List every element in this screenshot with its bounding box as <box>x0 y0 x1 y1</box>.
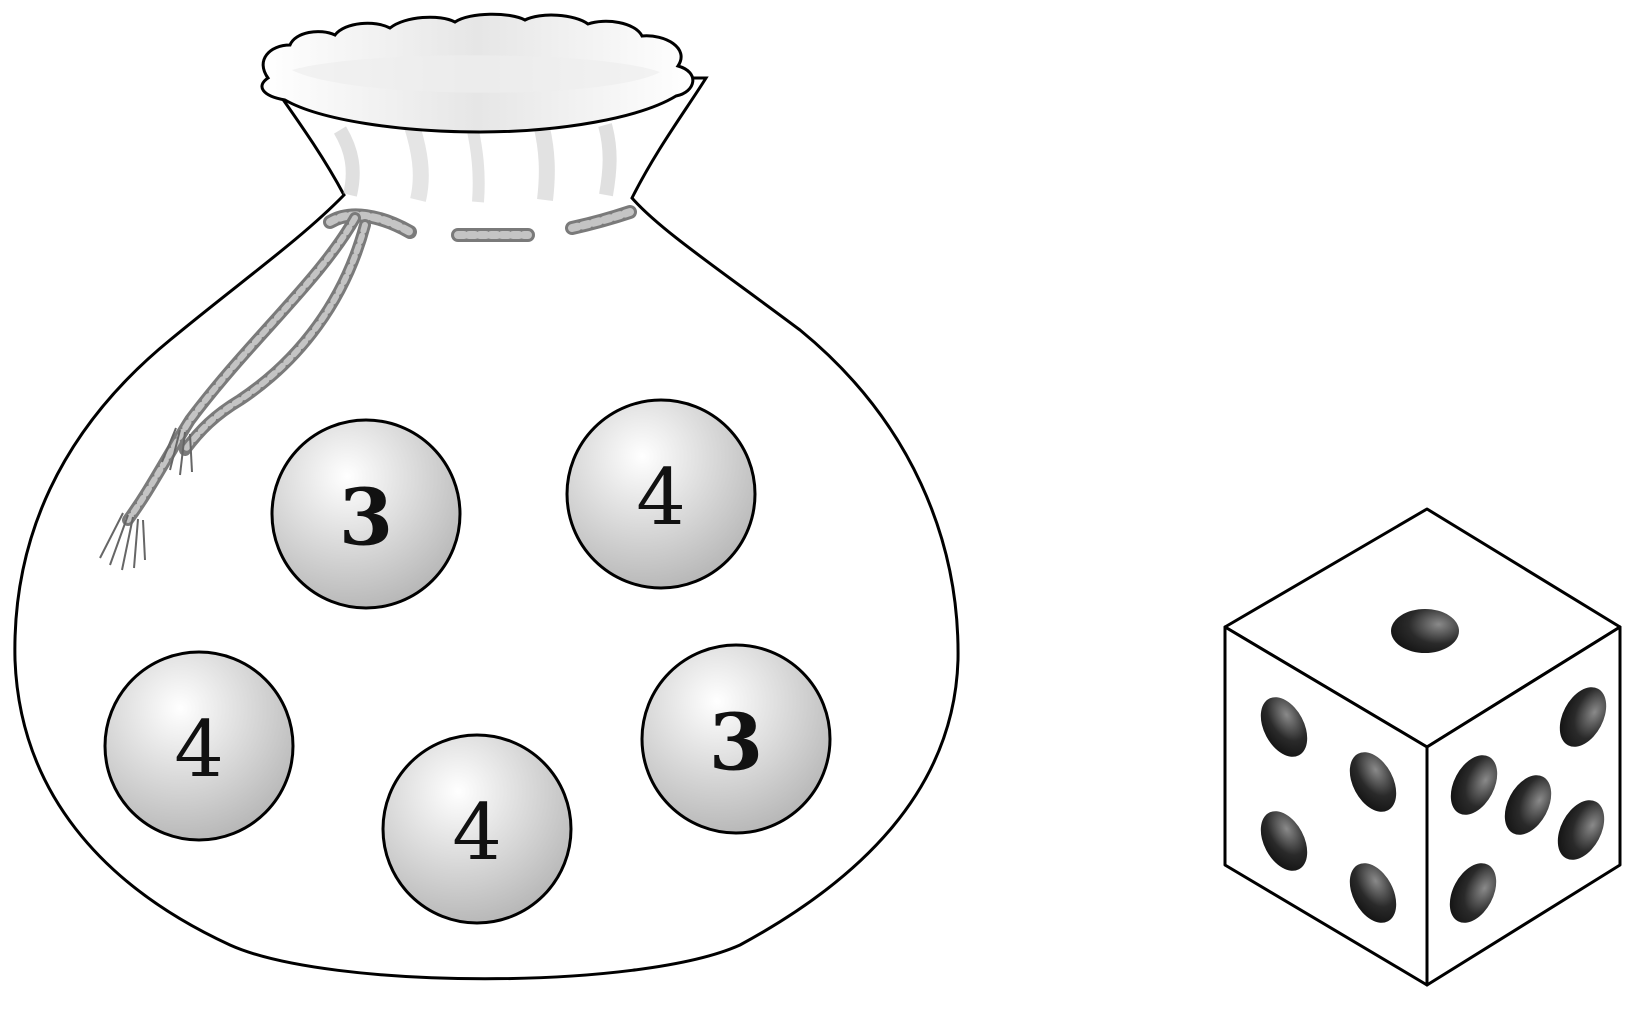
ball: 4 <box>381 733 573 925</box>
die-pip <box>1260 811 1308 871</box>
ball-label: 4 <box>636 453 686 543</box>
bag: 3 4 4 4 3 <box>13 12 960 981</box>
die-pip <box>1391 609 1459 653</box>
die-pip <box>1349 863 1397 923</box>
ball: 4 <box>565 398 757 590</box>
die-pip <box>1450 755 1498 815</box>
die <box>1223 507 1622 987</box>
ball-label: 4 <box>174 705 224 795</box>
rope-tassels <box>99 427 193 571</box>
die-left-pips <box>1260 697 1397 923</box>
ball-label: 3 <box>339 473 393 564</box>
die-top-pips <box>1391 609 1459 653</box>
die-pip <box>1557 800 1605 860</box>
bag-opening-inner <box>292 55 660 93</box>
die-pip <box>1260 697 1308 757</box>
ball: 3 <box>270 418 462 610</box>
ball: 3 <box>640 643 832 835</box>
die-pip <box>1504 775 1552 835</box>
bag-balls: 3 4 4 4 3 <box>103 398 832 925</box>
die-pip <box>1449 863 1497 923</box>
die-pip <box>1349 752 1397 812</box>
ball-label: 3 <box>709 698 763 789</box>
die-pip <box>1559 687 1607 747</box>
drawstring-rope <box>122 205 637 526</box>
ball-label: 4 <box>452 788 502 878</box>
die-right-pips <box>1449 687 1607 923</box>
ball: 4 <box>103 650 295 842</box>
